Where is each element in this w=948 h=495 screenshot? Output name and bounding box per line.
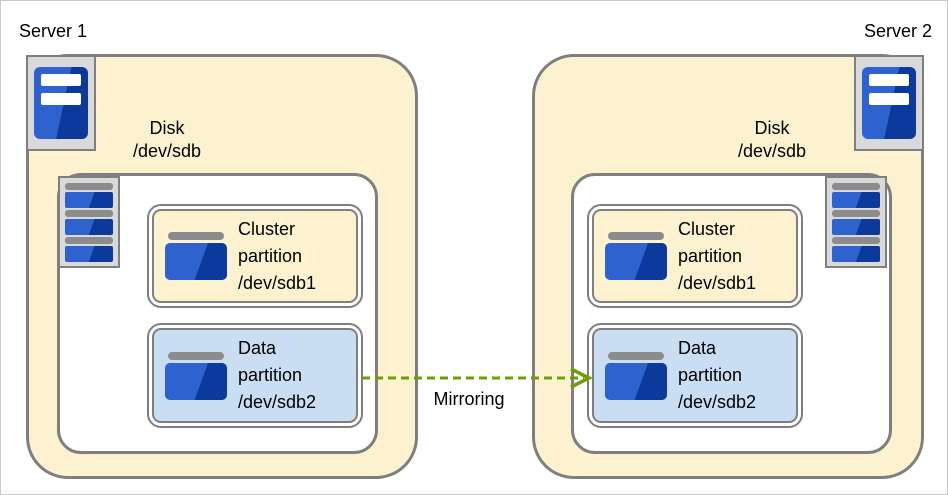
server-slot [41, 93, 81, 105]
partition-icon-lid [168, 351, 224, 360]
disk-platter [832, 218, 880, 235]
partition-icon [165, 232, 227, 280]
server-slot [41, 74, 81, 86]
mirroring-label: Mirroring [433, 389, 505, 409]
disk-separator [65, 182, 113, 190]
server-slot [869, 74, 909, 86]
disk-platter [65, 191, 113, 208]
server-1-data-partition-box: Data partition /dev/sdb2 [147, 323, 363, 428]
partition-icon-lid [608, 351, 664, 360]
disk-separator [832, 209, 880, 217]
server-2-data-partition-label: Data partition /dev/sdb2 [678, 338, 757, 412]
partition-icon [605, 351, 667, 400]
disk-platter [832, 245, 880, 262]
partition-icon-body [165, 362, 227, 400]
server-1-cluster-partition-inner: Cluster partition /dev/sdb1 [152, 209, 358, 303]
disk-stack-icon [58, 176, 120, 268]
disk-platter [65, 245, 113, 262]
server-2-cluster-partition-inner: Cluster partition /dev/sdb1 [592, 209, 798, 303]
disk-platter [65, 218, 113, 235]
server-2-cluster-partition-box: Cluster partition /dev/sdb1 [587, 204, 803, 308]
disk-separator [832, 182, 880, 190]
server-tower-body [34, 67, 88, 139]
server-1-cluster-partition-label: Cluster partition /dev/sdb1 [238, 218, 317, 293]
server-tower-body [862, 67, 916, 139]
disk-separator [832, 236, 880, 244]
server-1-data-partition-label: Data partition /dev/sdb2 [238, 338, 317, 412]
server-slot [869, 93, 909, 105]
partition-icon [605, 232, 667, 280]
disk-separator [65, 209, 113, 217]
partition-icon-body [605, 243, 667, 280]
partition-icon [165, 351, 227, 400]
server-2-data-partition-box: Data partition /dev/sdb2 [587, 323, 803, 428]
server-2-label: Server 2 [863, 21, 932, 41]
server-2-disk-label: Disk /dev/sdb [737, 118, 807, 161]
disk-separator [65, 236, 113, 244]
server-2-data-partition-inner: Data partition /dev/sdb2 [592, 328, 798, 423]
partition-icon-body [605, 362, 667, 400]
server-tower-icon [854, 55, 924, 151]
server-1-cluster-partition-box: Cluster partition /dev/sdb1 [147, 204, 363, 308]
server-tower-icon [26, 55, 96, 151]
partition-icon-body [165, 243, 227, 280]
arrow-head-icon [570, 367, 593, 389]
disk-platter [832, 191, 880, 208]
server-1-label: Server 1 [19, 21, 88, 41]
mirroring-arrow [362, 367, 593, 389]
server-2-cluster-partition-label: Cluster partition /dev/sdb1 [678, 218, 757, 293]
partition-icon-lid [608, 232, 664, 240]
server-1-data-partition-inner: Data partition /dev/sdb2 [152, 328, 358, 423]
disk-stack-icon [825, 176, 887, 268]
server-1-disk-label: Disk /dev/sdb [132, 118, 202, 161]
partition-icon-lid [168, 232, 224, 240]
